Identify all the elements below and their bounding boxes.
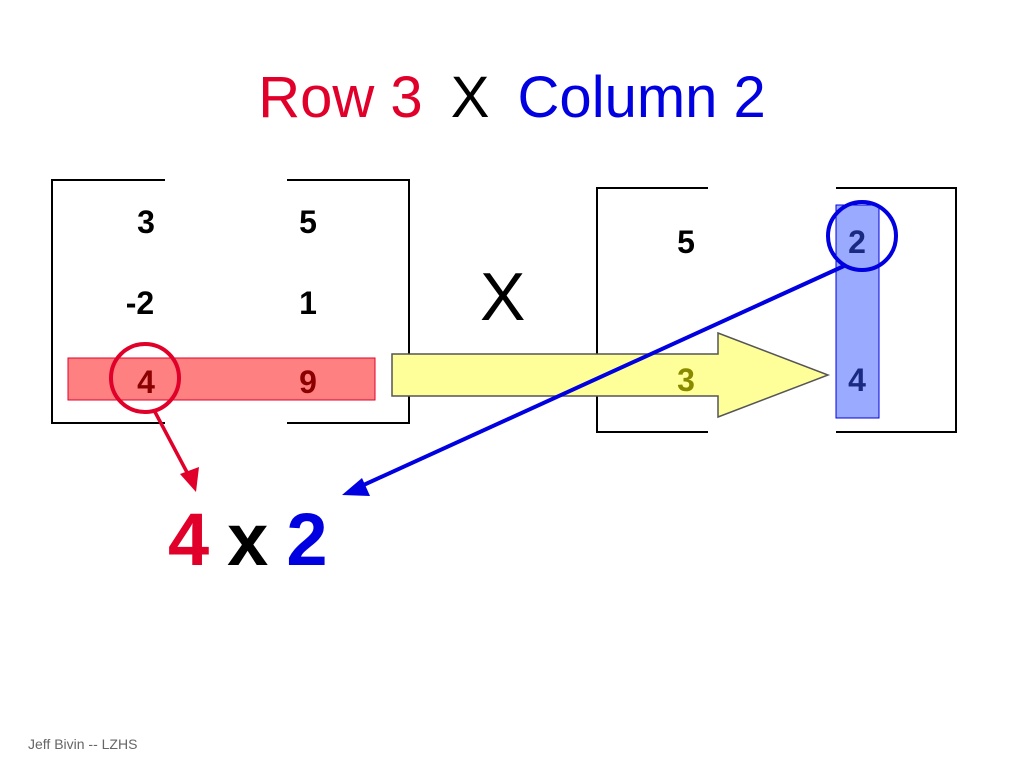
matrix-b-cell-r2c1: 3 [677, 362, 695, 398]
matrix-a-cell-r1c2: 5 [299, 204, 317, 240]
red-pointer-line [153, 411, 192, 479]
matrix-a-cell-r2c1: -2 [125, 285, 155, 321]
red-pointer-head [180, 467, 199, 492]
matrix-a-right-bracket [287, 179, 410, 424]
matrix-b-brackets [596, 187, 957, 433]
matrix-a-cell-r2c2: 1 [299, 285, 317, 321]
row-3-highlight [67, 357, 376, 401]
blue-circle [826, 200, 898, 272]
footer-credit: Jeff Bivin -- LZHS [28, 736, 138, 752]
column-2-highlight [835, 204, 880, 419]
matrix-a-cell-r3c1: 4 [137, 364, 155, 400]
title-column-label: Column 2 [517, 65, 766, 130]
matrix-b-cell-r2c2: 4 [848, 362, 866, 398]
matrix-b-left-bracket [596, 187, 708, 433]
product-right-factor: 2 [286, 498, 328, 581]
title-row-label: Row 3 [258, 65, 423, 130]
title-times: X [450, 65, 490, 130]
matrix-b-cell-r1c1: 5 [677, 224, 695, 260]
matrix-a-cell-r3c2: 9 [299, 364, 317, 400]
yellow-arrow [391, 331, 831, 419]
multiply-operator: X [480, 259, 526, 335]
matrix-a-brackets [51, 179, 410, 424]
blue-pointer-line [356, 264, 845, 490]
matrix-b-cell-r1c2: 2 [848, 224, 866, 260]
product-left-factor: 4 [168, 498, 210, 581]
red-circle [109, 342, 181, 414]
matrix-a-left-bracket [51, 179, 165, 424]
matrix-a-cell-r1c1: 3 [137, 204, 155, 240]
slide-title: Row 3 X Column 2 [0, 58, 1024, 138]
product-operator: x [227, 498, 269, 581]
matrix-b-right-bracket [836, 187, 957, 433]
blue-pointer-head [342, 478, 370, 496]
